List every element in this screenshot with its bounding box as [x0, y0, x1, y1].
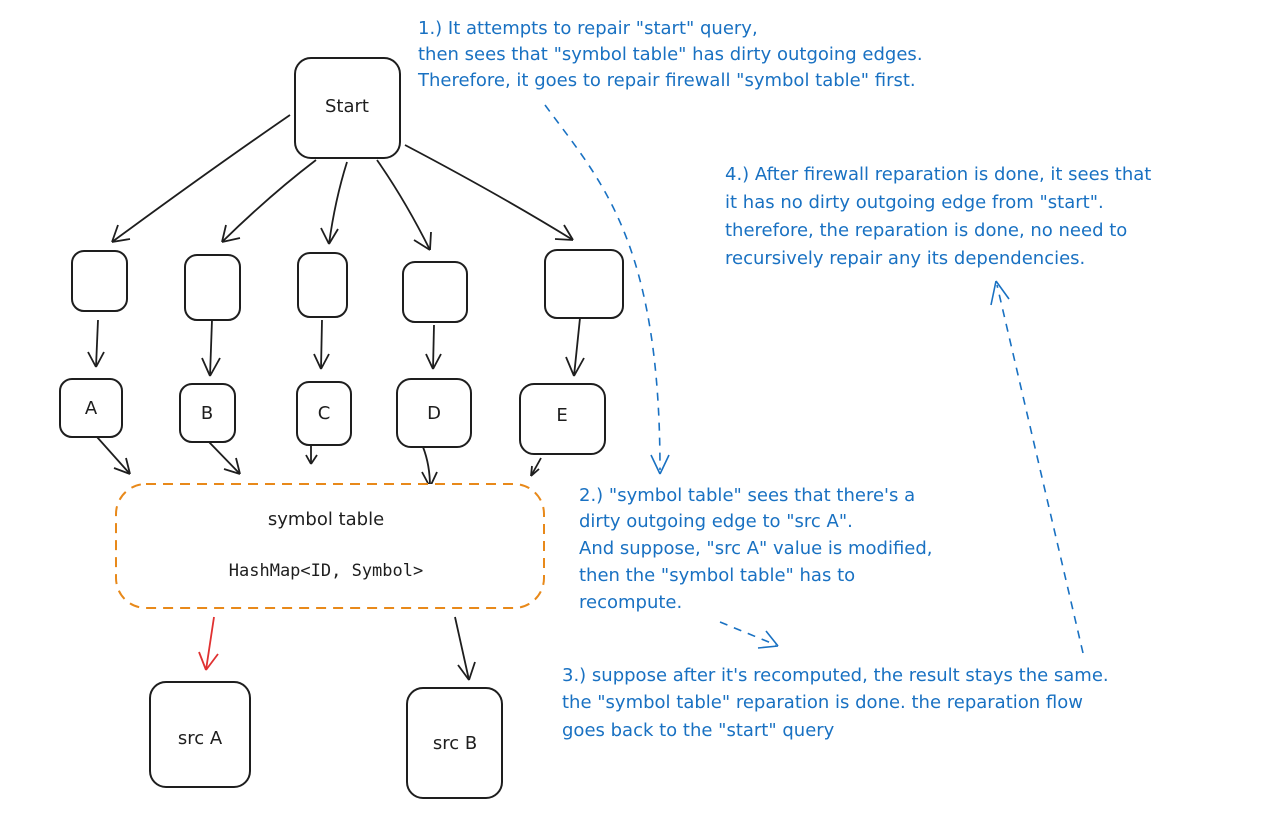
arrowhead	[320, 227, 339, 245]
note-step-4: 4.) After firewall reparation is done, i…	[725, 164, 1151, 269]
symbol-table-firewall: symbol table HashMap<ID, Symbol>	[115, 483, 545, 609]
note-step-1: 1.) It attempts to repair "start" query,…	[417, 18, 923, 91]
note-step-2-line-3: And suppose, "src A" value is modified,	[579, 538, 933, 559]
node-d-label: D	[427, 403, 441, 424]
symbol-table-title: symbol table	[268, 509, 384, 530]
note-step-3-line-1: 3.) suppose after it's recomputed, the r…	[562, 665, 1109, 686]
note-step-2: 2.) "symbol table" sees that there's a d…	[579, 485, 933, 613]
edge-start-to-node3	[328, 161, 348, 245]
node-d: D	[396, 378, 472, 448]
arrowhead	[87, 351, 105, 368]
note-step-4-line-4: recursively repair any its dependencies.	[725, 248, 1085, 269]
edge-node3-to-c	[320, 319, 323, 370]
node-b-label: B	[201, 403, 213, 424]
arrowhead	[457, 661, 476, 681]
note-step-4-line-1: 4.) After firewall reparation is done, i…	[725, 164, 1151, 185]
node-a-label: A	[85, 398, 98, 419]
edge-d-to-symbol-table	[422, 446, 431, 488]
arrowhead	[223, 457, 241, 475]
src-b-node: src B	[406, 687, 503, 799]
node-e-label: E	[556, 405, 567, 426]
note-step-3: 3.) suppose after it's recomputed, the r…	[562, 665, 1109, 741]
note-step-1-line-3: Therefore, it goes to repair firewall "s…	[417, 70, 916, 91]
note-step-3-line-3: goes back to the "start" query	[562, 720, 835, 741]
arrowhead	[565, 356, 585, 377]
query-node-3	[297, 252, 348, 318]
arrowhead	[425, 353, 442, 370]
letter-edges	[96, 436, 542, 488]
query-node-4	[402, 261, 468, 323]
arrowhead	[990, 280, 1010, 306]
arrowhead	[198, 651, 219, 671]
arrowhead	[650, 454, 670, 475]
start-node-label: Start	[325, 96, 369, 117]
arrowhead	[413, 231, 432, 251]
edge-start-to-node4	[376, 159, 431, 251]
src-b-label: src B	[433, 733, 477, 754]
note-step-2-line-2: dirty outgoing edge to "src A".	[579, 511, 853, 532]
src-a-node: src A	[149, 681, 251, 788]
flow-arrow-3-to-4	[996, 284, 1084, 654]
edge-node2-to-b	[209, 319, 213, 377]
src-a-label: src A	[178, 728, 223, 749]
query-node-1	[71, 250, 128, 312]
arrowhead	[757, 630, 779, 649]
arrowhead	[313, 353, 330, 370]
node-a: A	[59, 378, 123, 438]
arrowhead	[221, 224, 241, 243]
edge-start-to-node2	[221, 159, 317, 243]
node-b: B	[179, 383, 236, 443]
arrowhead	[530, 465, 540, 477]
edge-node5-to-e	[573, 317, 581, 377]
edge-start-to-node5	[404, 144, 574, 241]
query-node-5	[544, 249, 624, 319]
note-step-2-line-1: 2.) "symbol table" sees that there's a	[579, 485, 915, 506]
start-edges	[111, 114, 574, 251]
edge-node4-to-d	[432, 324, 435, 370]
arrowhead	[201, 357, 221, 377]
start-node: Start	[294, 57, 401, 159]
flow-arrow-2-to-3	[719, 621, 777, 646]
intermediate-nodes	[71, 249, 624, 323]
middle-edges	[87, 317, 585, 377]
arrowhead	[113, 457, 131, 475]
edge-start-to-node1	[111, 114, 291, 243]
note-step-4-line-2: it has no dirty outgoing edge from "star…	[725, 192, 1104, 213]
note-step-2-line-5: recompute.	[579, 592, 682, 613]
note-step-1-line-2: then sees that "symbol table" has dirty …	[418, 44, 923, 65]
dirty-edge-to-src-a	[205, 616, 215, 671]
note-step-2-line-4: then the "symbol table" has to	[579, 565, 855, 586]
node-e: E	[519, 383, 606, 455]
arrowhead	[554, 224, 574, 241]
note-step-1-line-1: 1.) It attempts to repair "start" query,	[418, 18, 758, 39]
edge-e-to-symbol-table	[530, 457, 542, 477]
flow-arrow-1-to-2	[544, 104, 661, 471]
edge-b-to-symbol-table	[208, 441, 241, 475]
symbol-table-type: HashMap<ID, Symbol>	[229, 561, 423, 581]
node-c-label: C	[318, 403, 331, 424]
edge-symbol-table-to-src-b	[454, 616, 470, 681]
arrowhead	[111, 224, 131, 243]
node-c: C	[296, 381, 352, 446]
note-step-4-line-3: therefore, the reparation is done, no ne…	[725, 220, 1127, 241]
reparation-flow-arrows	[544, 104, 1084, 654]
arrowhead	[305, 454, 318, 465]
query-node-2	[184, 254, 241, 321]
edge-node1-to-a	[95, 319, 99, 368]
firewall-border	[115, 483, 545, 609]
note-step-3-line-2: the "symbol table" reparation is done. t…	[562, 692, 1083, 713]
edge-a-to-symbol-table	[96, 436, 131, 475]
